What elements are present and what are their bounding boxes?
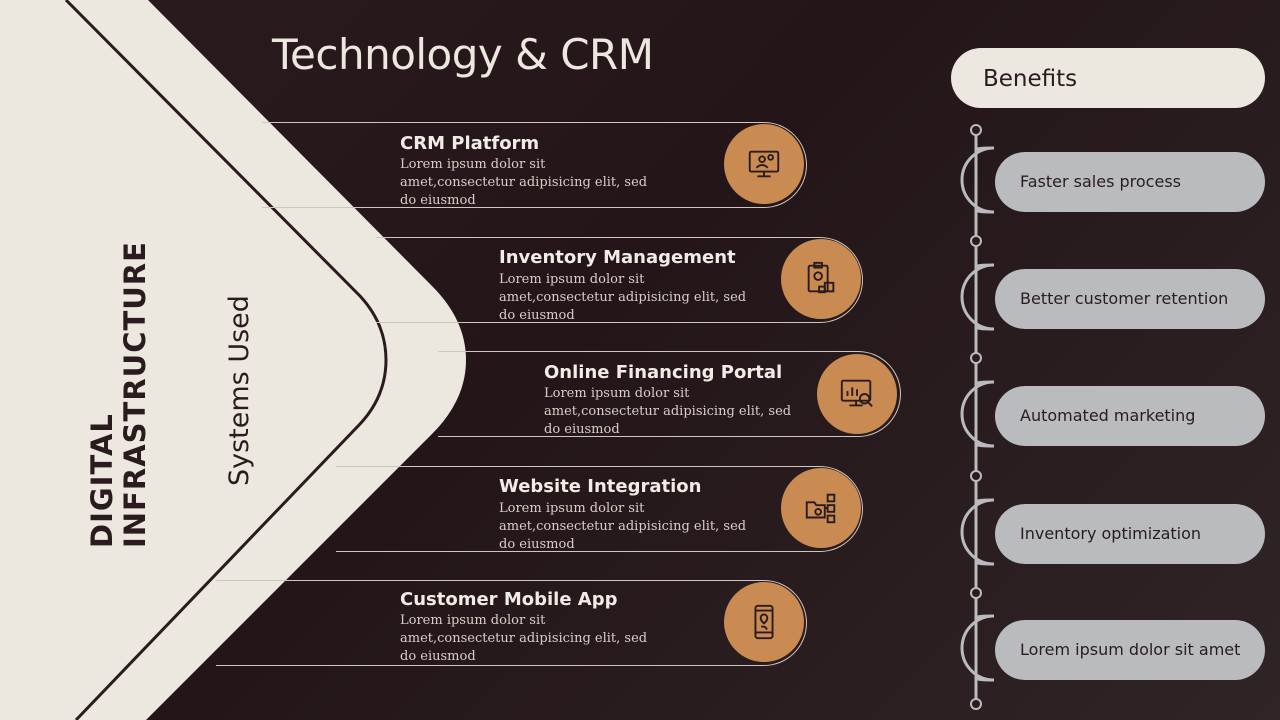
- inventory-clipboard-icon: [781, 239, 861, 319]
- system-desc: Lorem ipsum dolor sit amet,consectetur a…: [400, 613, 648, 664]
- benefit-item: Automated marketing: [995, 386, 1265, 446]
- system-row-mobile: [216, 580, 807, 666]
- system-desc: Lorem ipsum dolor sit amet,consectetur a…: [400, 157, 648, 208]
- system-title: Customer Mobile App: [400, 589, 618, 610]
- system-title: CRM Platform: [400, 133, 540, 154]
- system-row-website: [336, 466, 863, 552]
- benefit-item: Lorem ipsum dolor sit amet: [995, 620, 1265, 680]
- benefits-header: Benefits: [951, 48, 1265, 108]
- system-title: Website Integration: [499, 476, 702, 497]
- system-title: Online Financing Portal: [544, 362, 783, 383]
- mobile-location-icon: [724, 582, 804, 662]
- benefit-item: Faster sales process: [995, 152, 1265, 212]
- system-desc: Lorem ipsum dolor sit amet,consectetur a…: [499, 501, 747, 552]
- crm-monitor-icon: [724, 124, 804, 204]
- benefits-header-label: Benefits: [983, 66, 1078, 92]
- side-title: DIGITAL INFRASTRUCTURE: [85, 241, 153, 548]
- benefits-timeline: [960, 124, 995, 710]
- financing-chart-icon: [817, 354, 897, 434]
- side-subtitle: Systems Used: [224, 295, 255, 486]
- benefit-label: Lorem ipsum dolor sit amet: [1020, 640, 1241, 659]
- page-title: Technology & CRM: [272, 30, 654, 79]
- system-desc: Lorem ipsum dolor sit amet,consectetur a…: [499, 272, 747, 323]
- system-desc: Lorem ipsum dolor sit amet,consectetur a…: [544, 386, 792, 437]
- benefit-item: Inventory optimization: [995, 504, 1265, 564]
- benefit-label: Inventory optimization: [1020, 524, 1202, 543]
- side-title-line1: DIGITAL: [85, 413, 119, 548]
- benefit-label: Faster sales process: [1020, 172, 1181, 191]
- side-title-line2: INFRASTRUCTURE: [118, 241, 153, 548]
- benefit-label: Automated marketing: [1020, 406, 1196, 425]
- benefit-label: Better customer retention: [1020, 289, 1229, 308]
- system-row-financing: [438, 351, 901, 437]
- system-title: Inventory Management: [499, 247, 736, 268]
- system-row-crm: [262, 122, 807, 208]
- benefit-item: Better customer retention: [995, 269, 1265, 329]
- website-integration-icon: [781, 468, 861, 548]
- system-row-inventory: [376, 237, 863, 323]
